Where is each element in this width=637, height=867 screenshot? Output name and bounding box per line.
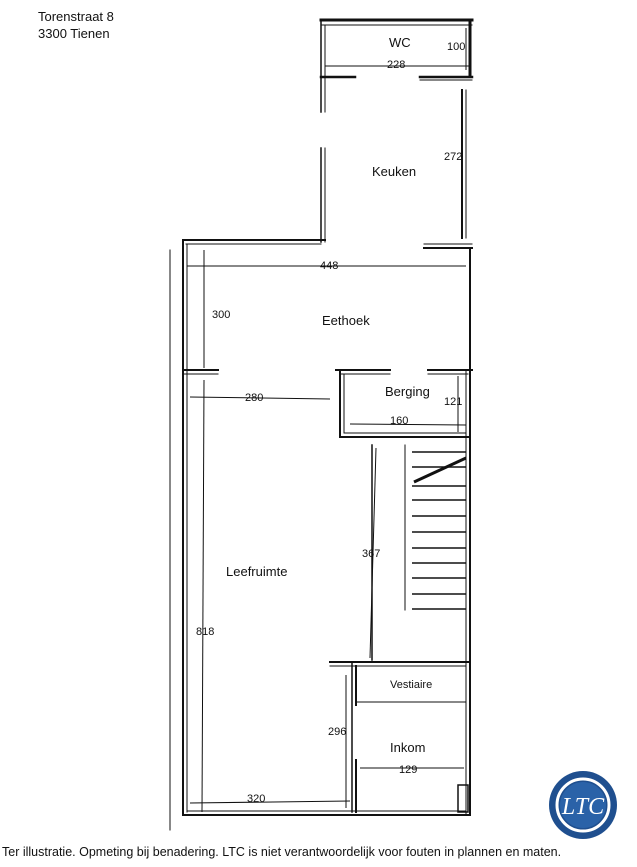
logo-text: LTC — [561, 794, 605, 820]
dim-label-leef-depth: 818 — [196, 626, 214, 638]
room-label-berging: Berging — [385, 384, 430, 399]
room-label-eethoek: Eethoek — [322, 313, 370, 328]
address-city: 3300 Tienen — [38, 26, 110, 41]
dim-label-inkom-depth: 296 — [328, 726, 346, 738]
footer-disclaimer: Ter illustratie. Opmeting bij benadering… — [2, 845, 562, 859]
room-label-leefruimte: Leefruimte — [226, 564, 287, 579]
dim-line-leef-width-bottom — [189, 800, 351, 804]
dimension-lines — [187, 28, 470, 813]
dim-label-eethoek-width: 448 — [320, 260, 338, 272]
room-label-vestiaire: Vestiaire — [390, 679, 432, 691]
dim-label-leef-width-bottom: 320 — [247, 793, 265, 805]
dim-label-eethoek-depth: 300 — [212, 309, 230, 321]
dim-label-inkom-width: 129 — [399, 764, 417, 776]
address-block: Torenstraat 8 3300 Tienen — [38, 8, 114, 42]
dim-label-stair: 367 — [362, 548, 380, 560]
wall-inkom-door — [457, 784, 469, 813]
dim-label-leef-width-top: 280 — [245, 392, 263, 404]
ltc-logo: LTC — [549, 771, 617, 839]
dim-line-leef-depth — [201, 379, 205, 813]
dim-label-wc-depth: 100 — [447, 41, 465, 53]
room-label-keuken: Keuken — [372, 164, 416, 179]
dim-label-berging-width: 160 — [390, 415, 408, 427]
dim-line-berging-width — [349, 423, 467, 426]
dim-line-leef-width-top — [189, 396, 331, 400]
dim-line-stair — [369, 447, 377, 659]
room-label-inkom: Inkom — [390, 740, 425, 755]
dim-label-wc-width: 228 — [387, 59, 405, 71]
stair-break-line — [413, 456, 467, 484]
stair-group — [412, 451, 467, 610]
logo-inner-circle — [560, 782, 606, 828]
room-label-wc: WC — [389, 35, 411, 50]
dim-label-berging-depth: 121 — [444, 396, 462, 408]
dim-label-keuken-depth: 272 — [444, 151, 462, 163]
logo-ring — [555, 777, 611, 833]
address-street: Torenstraat 8 — [38, 9, 114, 24]
